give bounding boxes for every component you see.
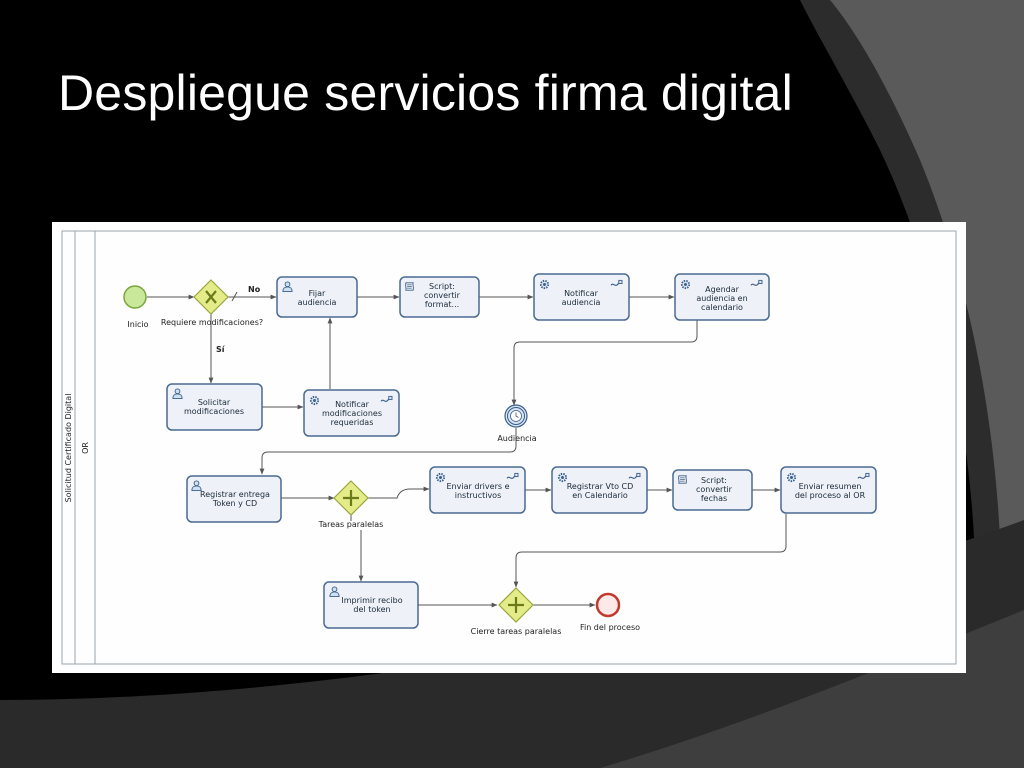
lane-name: OR (81, 442, 90, 454)
start-event[interactable] (123, 285, 147, 309)
task-label-line: Fijar (309, 289, 326, 298)
gateway-cierre-tareas[interactable] (498, 587, 534, 623)
flow-enviar-resumen-to-cierre (513, 514, 787, 588)
task-label-line: Enviar resumen (799, 482, 862, 491)
task-label-line: modificaciones (322, 409, 382, 418)
task-label-line: audiencia (562, 298, 601, 307)
slide-title: Despliegue servicios firma digital (58, 65, 793, 121)
gateway-requiere-label: Requiere modificaciones? (161, 318, 263, 327)
flow-agendar-to-audiencia (511, 320, 698, 406)
end-event-label: Fin del proceso (580, 623, 640, 632)
edge-label-no: No (248, 285, 261, 294)
parallel-plus-icon (343, 490, 359, 506)
gear-icon (435, 472, 446, 483)
gear-icon (309, 395, 320, 406)
task-label-line: convertir (424, 291, 461, 300)
gateway-cierre-label: Cierre tareas paralelas (471, 627, 562, 636)
bpmn-diagram: Solicitud Certificado Digital OR No Sí I… (52, 222, 966, 673)
gateway-requiere-modificaciones[interactable] (193, 279, 229, 315)
start-event-label: Inicio (127, 320, 148, 329)
script-icon (405, 282, 414, 291)
gateway-tareas-label: Tareas paralelas (318, 520, 384, 529)
default-flow-marker (231, 291, 238, 302)
exclusive-x-icon (205, 290, 217, 304)
task-label-line: del token (353, 605, 390, 614)
sequence-flows (147, 291, 787, 608)
flow-audiencia-to-registrar (259, 428, 517, 475)
swoosh-bottom-light (600, 610, 1024, 768)
gateway-tareas-paralelas[interactable] (333, 480, 369, 516)
task-label-line: Script: (701, 476, 727, 485)
task-label-line: fechas (701, 494, 727, 503)
task-label-line: convertir (696, 485, 733, 494)
script-icon (678, 475, 687, 484)
edge-label-si: Sí (216, 345, 226, 354)
task-label-line: Notificar (335, 400, 370, 409)
gear-icon (539, 279, 550, 290)
task-label-line: Registrar Vto CD (567, 482, 634, 491)
task-label-line: en Calendario (572, 491, 628, 500)
task-label-line: Enviar drivers e (447, 482, 510, 491)
task-label-line: Token y CD (212, 499, 257, 508)
task-label-line: modificaciones (184, 407, 244, 416)
gear-icon (786, 472, 797, 483)
timer-event-audiencia[interactable] (504, 404, 528, 428)
task-label-line: Notificar (564, 289, 599, 298)
task-label-line: del proceso al OR (795, 491, 866, 500)
task-label-line: audiencia (298, 298, 337, 307)
task-label-line: Imprimir recibo (341, 596, 402, 605)
parallel-plus-icon (508, 597, 524, 613)
task-label-line: instructivos (455, 491, 502, 500)
swoosh-bottom (0, 520, 1024, 768)
task-label-line: Solicitar (198, 398, 231, 407)
pool-name: Solicitud Certificado Digital (64, 394, 73, 503)
swoosh-mid (830, 0, 1024, 768)
gear-icon (680, 279, 691, 290)
task-label-line: format... (425, 300, 459, 309)
flow-tareas-to-enviar-drivers (368, 486, 430, 499)
end-event[interactable] (595, 592, 621, 618)
task-label-line: Script: (429, 282, 455, 291)
task-label-line: calendario (701, 303, 743, 312)
gear-icon (557, 472, 568, 483)
flow-tareas-to-imprimir (350, 515, 361, 581)
timer-event-label: Audiencia (497, 434, 536, 443)
task-label-line: audiencia en (696, 294, 747, 303)
task-label-line: requeridas (331, 418, 374, 427)
task-label-line: Agendar (705, 285, 740, 294)
task-label-line: Registrar entrega (200, 490, 270, 499)
